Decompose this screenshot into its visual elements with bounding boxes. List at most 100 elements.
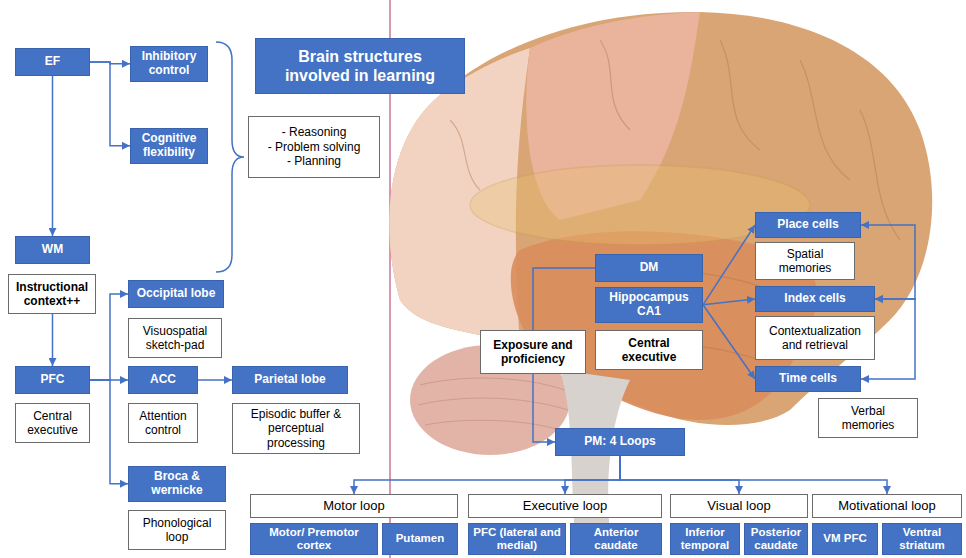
gyrus [600,40,630,130]
box-text: - Reasoning [282,125,347,139]
connector-arrow [703,299,755,305]
fold [420,378,565,390]
box-text: Anterior caudate [574,526,658,552]
title-text: Brain structures involved in learning [264,47,456,85]
description-box: Central executive [595,330,703,370]
description-box: Central executive [15,403,90,443]
curly-bracket [216,42,244,272]
concept-box: EF [15,48,90,76]
concept-box: Cognitive flexibility [130,128,208,164]
description-box: Instructional context++ [8,274,96,314]
concept-box: PFC [15,366,90,394]
box-text: Hippocampus CA1 [601,291,697,319]
box-text: Phonological loop [134,516,220,545]
fold [418,398,568,410]
box-text: Contextualization and retrieval [761,324,869,353]
connector-arrow [703,225,755,305]
connector-arrow [90,62,130,146]
box-text: Ventral striatum [886,526,958,552]
concept-box: Putamen [382,523,458,555]
concept-box: ACC [128,366,198,394]
connector-arrow [620,456,739,494]
concept-box: Index cells [755,286,875,312]
concept-box: Motor/ Premotor cortex [250,523,378,555]
box-text: Inhibitory control [136,50,202,78]
fold [425,420,560,430]
description-box: - Reasoning- Problem solving- Planning [248,116,380,178]
box-text: Visual loop [707,498,770,514]
box-text: Instructional context++ [14,280,90,309]
description-box: Motor loop [250,494,458,518]
connector-arrow [565,456,620,494]
box-text: Episodic buffer & perceptual processing [238,407,354,450]
box-text: DM [640,261,659,275]
concept-box: WM [15,236,90,264]
box-text: PFC (lateral and medial) [472,526,562,552]
concept-box: Inhibitory control [130,46,208,82]
box-text: Motivational loop [838,498,936,514]
connector-arrow [620,456,887,494]
gyrus [720,40,760,150]
concept-box: Place cells [755,212,861,238]
box-text: WM [42,243,63,257]
concept-box: VM PFC [812,523,878,555]
box-text: Occipital lobe [137,287,216,301]
concept-box: Time cells [755,366,861,392]
box-text: Parietal lobe [254,373,325,387]
box-text: Motor/ Premotor cortex [254,526,374,552]
box-text: Putamen [396,532,445,545]
box-text: Index cells [784,292,845,306]
cerebellum-folds [418,378,568,430]
concept-box: DM [595,254,703,282]
box-text: Posterior caudate [748,526,804,552]
concept-box: Posterior caudate [744,523,808,555]
description-box: Executive loop [468,494,662,518]
concept-box: PFC (lateral and medial) [468,523,566,555]
box-text: Central executive [21,409,84,438]
box-text: Visuospatial sketch-pad [134,324,216,353]
box-text: Spatial memories [761,247,849,276]
concept-box: PM: 4 Loops [555,428,685,456]
box-text: VM PFC [823,532,866,545]
box-text: Cognitive flexibility [136,132,202,160]
connector-arrow [703,305,755,379]
box-text: PFC [41,373,65,387]
description-box: Motivational loop [812,494,962,518]
box-text: - Problem solving [268,140,361,154]
concept-box: Parietal lobe [232,366,348,394]
concept-box: Broca & wernicke [128,466,226,502]
connector-arrow [533,374,555,442]
connector-arrow [533,268,595,330]
description-box: Verbal memories [818,398,918,438]
description-box: Phonological loop [128,510,226,550]
box-text: PM: 4 Loops [584,435,655,449]
title-box: Brain structures involved in learning [255,38,465,94]
box-text: Attention control [134,409,192,438]
box-text: Executive loop [523,498,608,514]
box-text: Exposure and proficiency [486,338,580,367]
box-text: Broca & wernicke [134,470,220,498]
box-text: Place cells [777,218,838,232]
description-box: Visual loop [670,494,808,518]
gyrus [800,60,850,180]
box-text: Time cells [779,372,837,386]
connector-arrow [198,379,232,381]
gyrus [860,110,900,240]
box-text: ACC [150,373,176,387]
connector-arrow [354,456,620,494]
description-box: Contextualization and retrieval [755,316,875,360]
connector-arrow [52,314,54,366]
description-box: Episodic buffer & perceptual processing [232,403,360,454]
description-box: Exposure and proficiency [480,330,586,374]
concept-box: Inferior temporal [670,523,740,555]
gyri-lines [450,40,900,360]
description-box: Spatial memories [755,242,855,280]
concept-box: Hippocampus CA1 [595,287,703,323]
concept-box: Anterior caudate [570,523,662,555]
connector-arrow [52,76,54,236]
box-text: Central executive [601,336,697,365]
concept-box: Occipital lobe [128,280,224,308]
gyrus [450,120,480,190]
description-box: Visuospatial sketch-pad [128,318,222,358]
concept-box: Ventral striatum [882,523,962,555]
